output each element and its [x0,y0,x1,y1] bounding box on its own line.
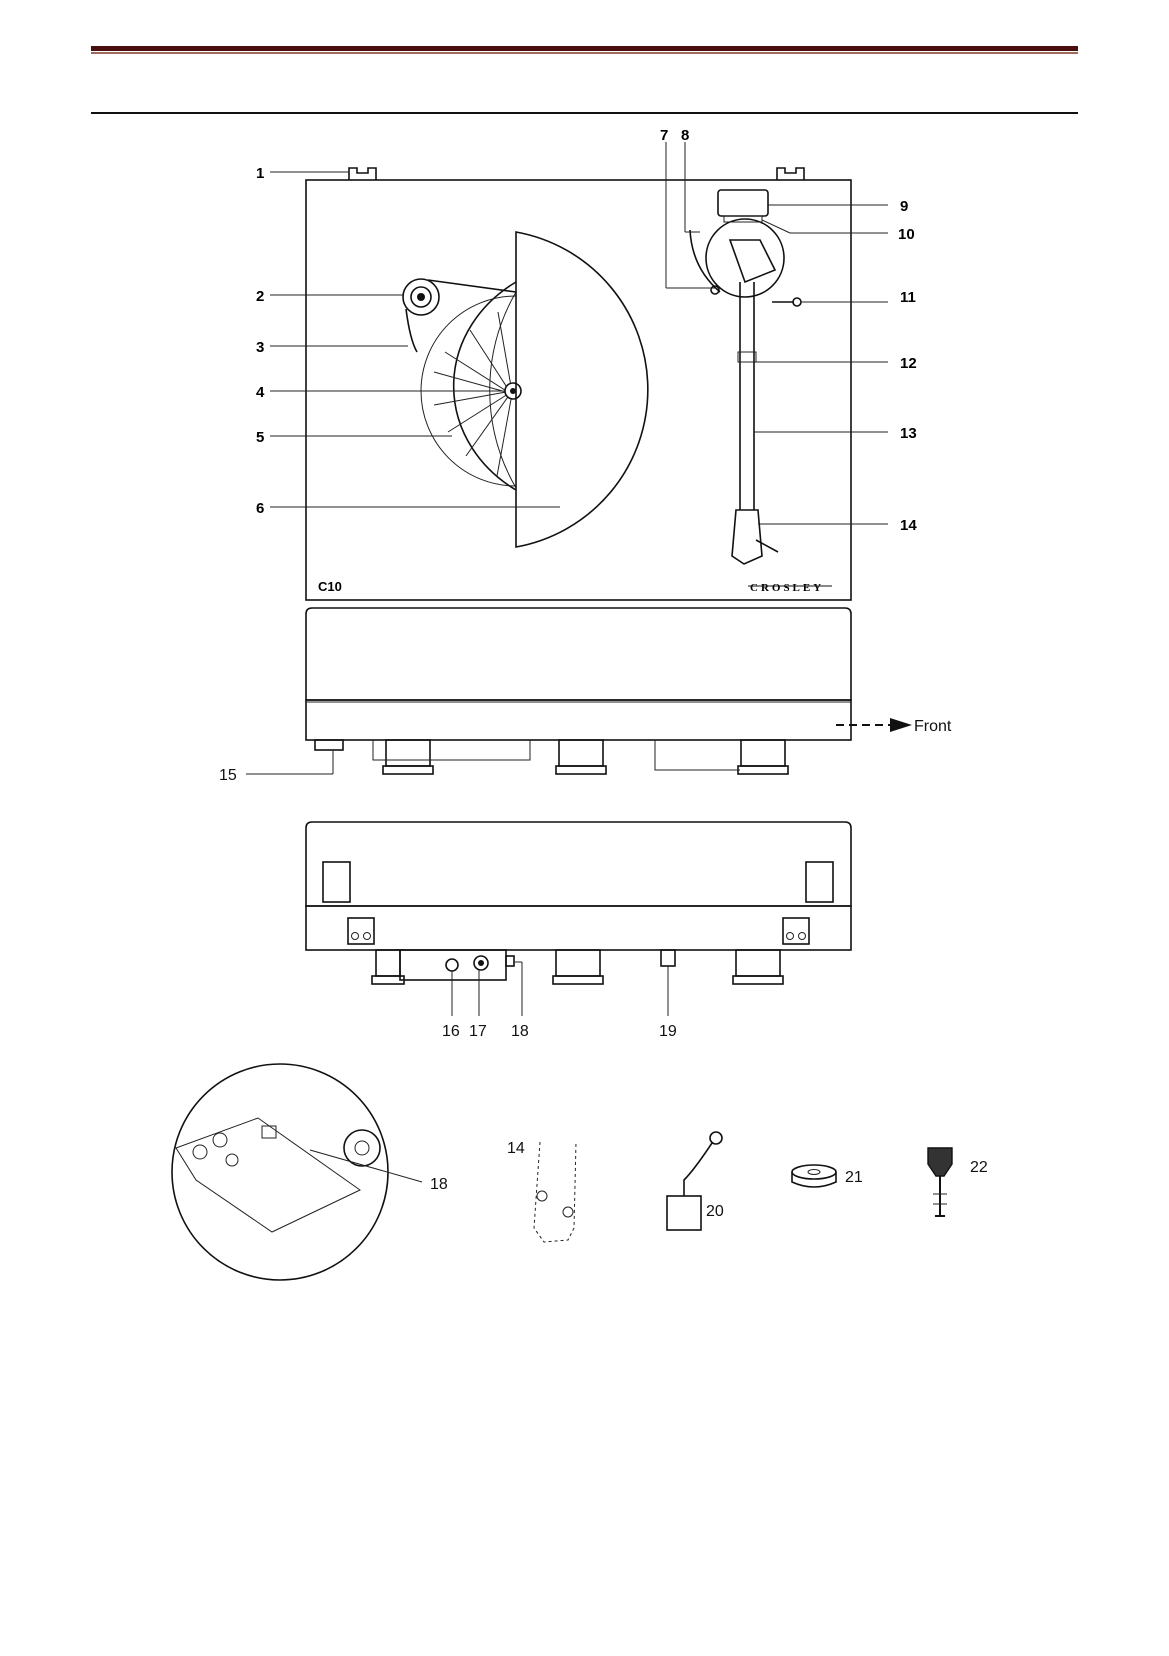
detail-box [176,1118,360,1232]
plinth-rear [306,906,851,950]
dust-cover-side [306,608,851,700]
spindle-adapter [792,1165,836,1179]
overhang-gauge [667,1196,701,1230]
slip-mat-half [516,232,648,547]
callout-18: 18 [511,1023,529,1040]
callout-9: 9 [900,198,908,215]
callout-11: 11 [900,289,916,306]
feet-front [383,740,788,774]
callout-3: 3 [256,339,264,356]
callout-18-detail: 18 [430,1176,448,1193]
counterweight [718,190,768,216]
callout-20: 20 [706,1203,724,1220]
detail-zoom-circle [172,1064,388,1280]
phono-switch [506,956,514,966]
callout-2: 2 [256,288,264,305]
leveling-foot [315,740,343,750]
hinge-left [349,168,376,180]
feet-rear [372,950,783,984]
tonearm-tube [740,282,754,510]
callout-14-accessory: 14 [507,1140,525,1157]
hinge-right [777,168,804,180]
detail-foot [344,1130,380,1166]
platter-spokes [434,312,512,476]
rear-view: 16 17 18 19 [306,822,851,1040]
hinge-rear-left [323,862,350,902]
headshell [732,510,762,564]
weight-ball-icon [710,1132,722,1144]
callout-17: 17 [469,1023,487,1040]
plinth-side [306,700,851,740]
callout-8: 8 [681,127,689,144]
callout-22: 22 [970,1159,988,1176]
jack-panel [400,950,506,980]
under-panel [373,740,530,760]
callout-6: 6 [256,500,264,517]
accessories: 18 14 20 21 22 [172,1064,988,1280]
callout-21: 21 [845,1169,863,1186]
top-view: C10 CROSLEY [256,127,917,600]
callout-4: 4 [256,384,265,401]
detail-switch [262,1126,276,1138]
screwdriver-icon [928,1148,952,1176]
front-label: Front [914,718,952,735]
callout-15: 15 [219,767,237,784]
callout-5: 5 [256,429,264,446]
callout-14: 14 [900,517,917,534]
callout-19: 19 [659,1023,677,1040]
front-view: 15 Front [219,608,952,784]
hinge-rear-right [806,862,833,902]
model-text: C10 [318,579,342,594]
dust-cover-rear [306,822,851,906]
callout-13: 13 [900,425,917,442]
power-socket [661,950,675,966]
callout-16: 16 [442,1023,460,1040]
headshell-accessory [534,1142,576,1242]
callout-1: 1 [256,165,264,182]
callout-12: 12 [900,355,917,372]
ground-terminal [446,959,458,971]
callout-7: 7 [660,127,668,144]
front-arrow-head [890,718,912,732]
brand-text: CROSLEY [750,582,824,594]
callout-10: 10 [898,226,915,243]
leader-lines-right [666,142,888,524]
